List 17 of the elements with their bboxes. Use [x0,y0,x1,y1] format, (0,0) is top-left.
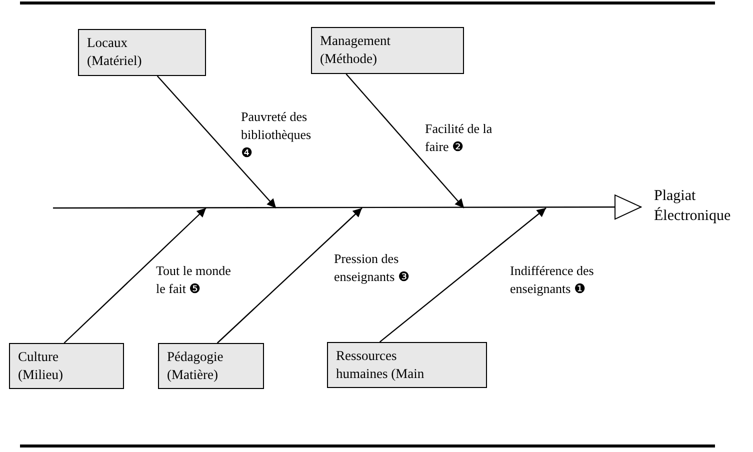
category-label: Culture (Milieu) [18,348,64,384]
category-label: Ressources humaines (Main [336,347,426,383]
category-box [158,343,264,389]
cause-arrow [346,74,464,208]
effect-label: Plagiat Électronique [641,186,753,230]
category-box [78,29,206,76]
category-box [327,342,487,388]
category-box [9,343,124,389]
cause-arrow [216,208,362,344]
category-label: Management (Méthode) [320,32,392,68]
category-label: Locaux (Matériel) [87,34,143,70]
cause-arrow [379,208,546,342]
spine-arrow [53,194,642,220]
cause-arrow [156,76,276,208]
cause-arrow [64,208,206,344]
category-box [311,27,464,74]
category-label: Pédagogie (Matière) [167,348,224,384]
